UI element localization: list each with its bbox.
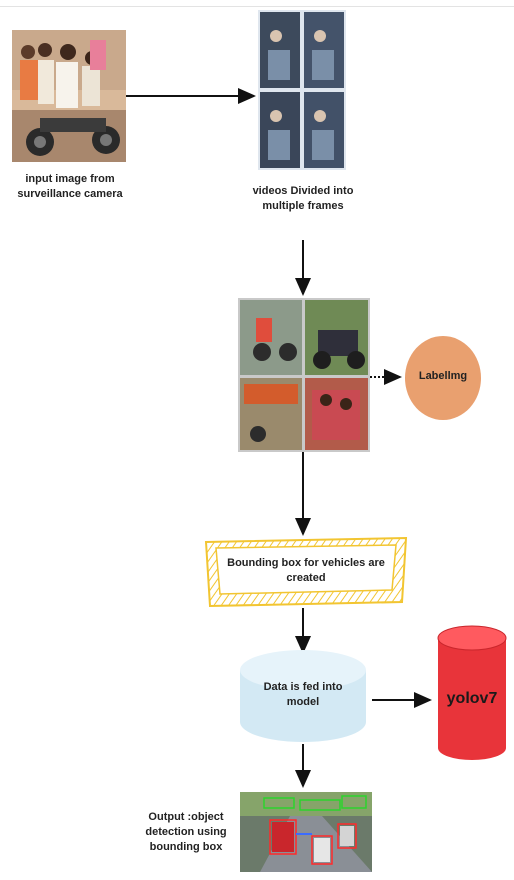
bbox-shape: [204, 536, 408, 608]
yolo-cylinder: [437, 625, 507, 760]
dataset-photo-grid: [238, 298, 370, 452]
output-label: Output :object detection using bounding …: [145, 811, 227, 853]
input-photo: [12, 30, 126, 162]
labelimg-label: Labellmg: [418, 370, 468, 382]
data-fed-label: Data is fed into model: [263, 681, 343, 708]
frames-photo-grid: [258, 10, 346, 170]
data-cylinder: [240, 650, 366, 742]
bounding-box-label: Bounding box for vehicles are created: [227, 557, 385, 584]
frames-label: videos Divided into multiple frames: [252, 185, 354, 212]
labelimg-oval: [405, 336, 481, 420]
output-detection-photo: [240, 792, 372, 872]
top-divider: [0, 6, 514, 7]
input-image-label: input image from surveillance camera: [17, 173, 123, 200]
yolo-label: yolov7: [446, 690, 498, 707]
